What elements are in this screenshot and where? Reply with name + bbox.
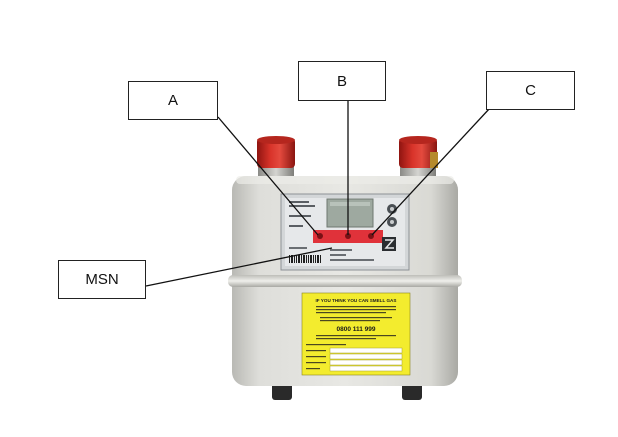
panel-print-left	[289, 201, 315, 227]
callout-box-c: C	[486, 71, 575, 110]
callout-box-msn: MSN	[58, 260, 146, 299]
panel-button-inner-1	[390, 207, 394, 211]
cap-right	[399, 138, 437, 168]
leader-line-msn	[145, 247, 333, 287]
panel-button-inner-2	[390, 220, 394, 224]
callout-box-b: B	[298, 61, 386, 101]
cap-right-top	[399, 136, 437, 144]
leader-line-a	[217, 116, 319, 236]
meter-foot-left	[272, 382, 292, 400]
grid-row-labels	[306, 350, 326, 370]
record-grid	[329, 347, 403, 372]
logo-z-icon	[384, 239, 395, 249]
warning-fineprint-2	[306, 335, 396, 346]
warning-title: IF YOU THINK YOU CAN SMELL GAS	[316, 298, 397, 303]
leader-line-c	[371, 107, 491, 236]
callout-box-a: A	[128, 81, 218, 120]
callout-label-b: B	[336, 72, 347, 90]
warning-fineprint	[316, 306, 396, 322]
emergency-number: 0800 111 999	[336, 326, 375, 333]
meter-band	[228, 275, 462, 287]
cap-left	[257, 138, 295, 168]
callout-label-a: A	[167, 92, 178, 109]
barcode	[289, 255, 321, 263]
meter-body-top-edge	[236, 176, 454, 184]
lcd-glare	[330, 202, 370, 206]
cap-left-top	[257, 136, 295, 144]
callout-label-msn: MSN	[85, 271, 119, 288]
marker-b	[345, 233, 351, 239]
brass-fitting	[430, 152, 438, 168]
panel-print-bottom	[289, 247, 374, 261]
marker-a	[317, 233, 323, 239]
callout-label-c: C	[525, 82, 536, 99]
meter-foot-right	[402, 382, 422, 400]
